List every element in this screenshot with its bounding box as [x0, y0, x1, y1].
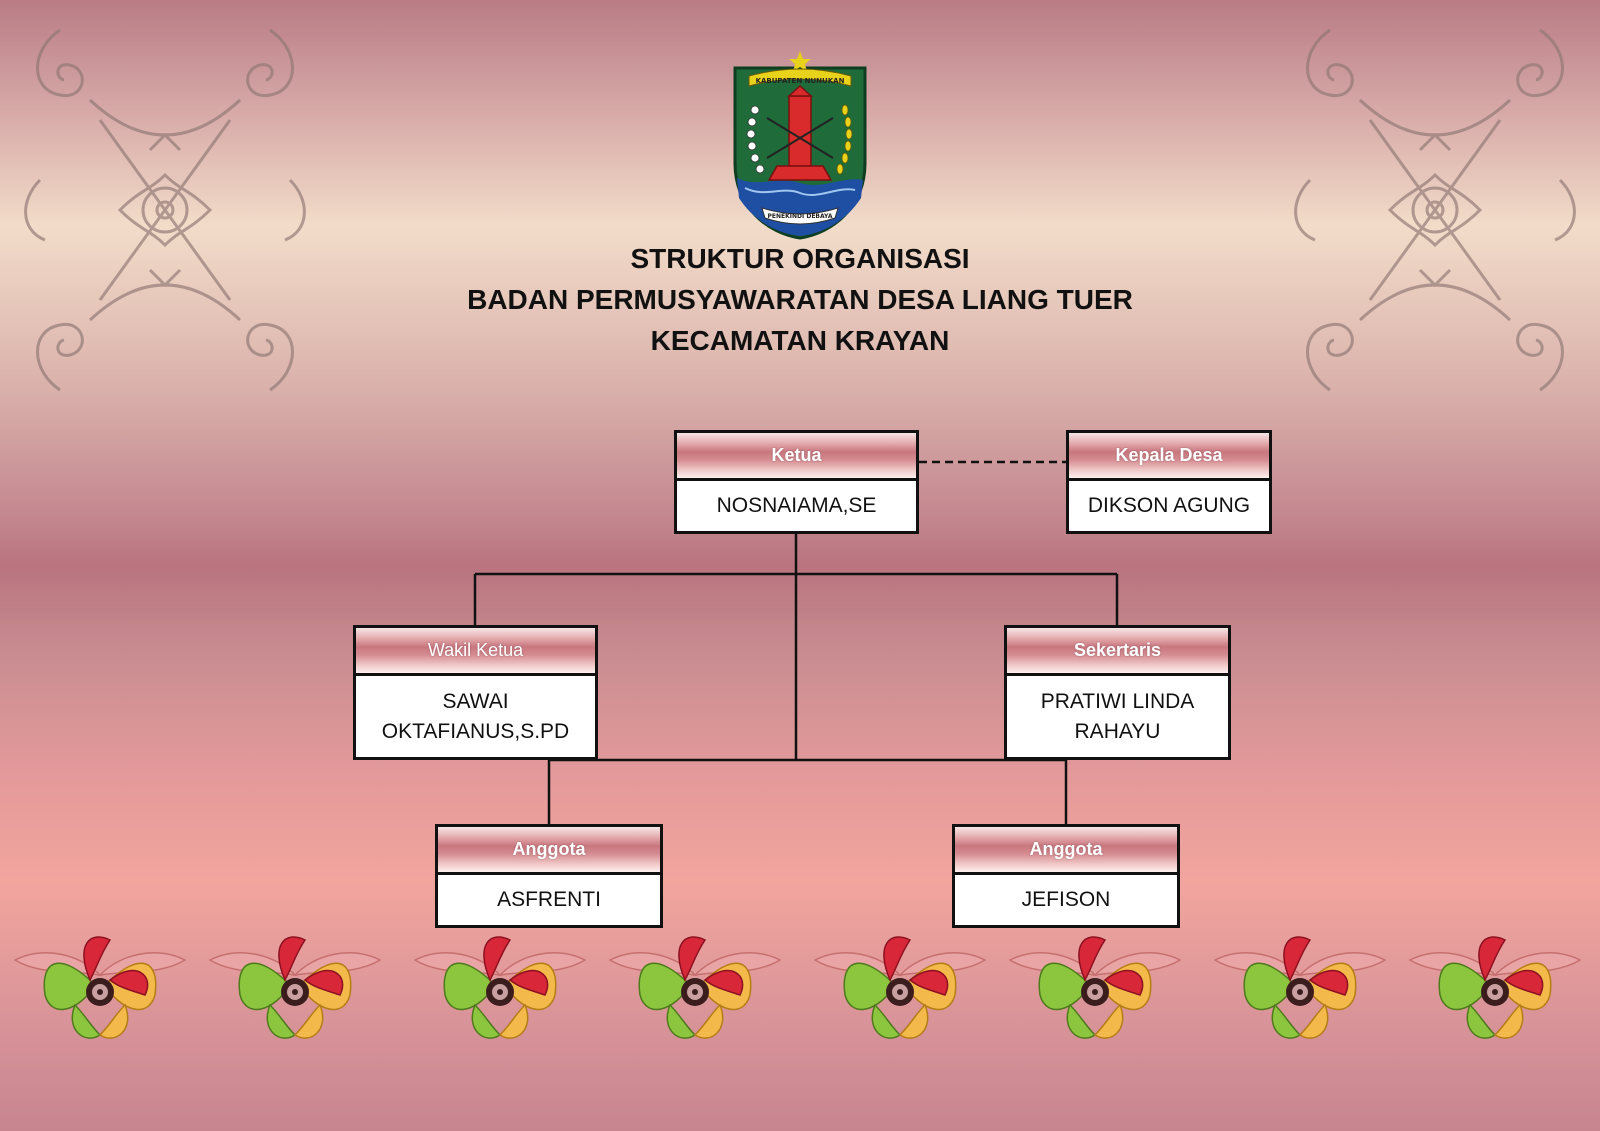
- box-wakil-ketua: Wakil Ketua SAWAI OKTAFIANUS,S.PD: [353, 625, 598, 760]
- flower-motif-7: [1214, 936, 1386, 1039]
- box-anggota-1: Anggota ASFRENTI: [435, 824, 663, 928]
- box-ketua: Ketua NOSNAIAMA,SE: [674, 430, 919, 534]
- emblem-top-text: KABUPATEN NUNUKAN: [756, 77, 845, 85]
- flower-motif-5: [814, 936, 986, 1039]
- corner-ornament-left: [24, 28, 306, 392]
- regency-emblem: KABUPATEN NUNUKAN PENEKINDI DEBAYA: [733, 51, 867, 240]
- box-kepala-desa: Kepala Desa DIKSON AGUNG: [1066, 430, 1272, 534]
- emblem-bottom-text: PENEKINDI DEBAYA: [768, 213, 833, 220]
- role-label-anggota-1: Anggota: [438, 827, 660, 875]
- role-label-wakil-ketua: Wakil Ketua: [356, 628, 595, 676]
- flower-motif-8: [1409, 936, 1581, 1039]
- flower-motif-4: [609, 936, 781, 1039]
- name-wakil-ketua: SAWAI OKTAFIANUS,S.PD: [381, 689, 570, 743]
- box-anggota-2: Anggota JEFISON: [952, 824, 1180, 928]
- title-line-2: BADAN PERMUSYAWARATAN DESA LIANG TUER: [467, 284, 1133, 315]
- role-label-kepala-desa: Kepala Desa: [1069, 433, 1269, 481]
- flower-motif-6: [1009, 936, 1181, 1039]
- flower-motif-1: [14, 936, 186, 1039]
- role-label-ketua: Ketua: [677, 433, 916, 481]
- name-kepala-desa: DIKSON AGUNG: [1087, 494, 1251, 517]
- role-label-sekertaris: Sekertaris: [1007, 628, 1228, 676]
- name-ketua: NOSNAIAMA,SE: [716, 494, 877, 517]
- title-line-3: KECAMATAN KRAYAN: [650, 325, 950, 356]
- flower-motif-2: [209, 936, 381, 1039]
- floral-border: [14, 936, 1581, 1039]
- name-sekertaris: PRATIWI LINDA RAHAYU: [1040, 689, 1195, 743]
- title-line-1: STRUKTUR ORGANISASI: [630, 243, 970, 274]
- corner-ornament-right: [1294, 28, 1576, 392]
- role-label-anggota-2: Anggota: [955, 827, 1177, 875]
- box-sekertaris: Sekertaris PRATIWI LINDA RAHAYU: [1004, 625, 1231, 760]
- name-anggota-1: ASFRENTI: [497, 888, 601, 911]
- name-anggota-2: JEFISON: [1021, 888, 1111, 911]
- page-title: STRUKTUR ORGANISASI BADAN PERMUSYAWARATA…: [300, 238, 1300, 361]
- flower-motif-3: [414, 936, 586, 1039]
